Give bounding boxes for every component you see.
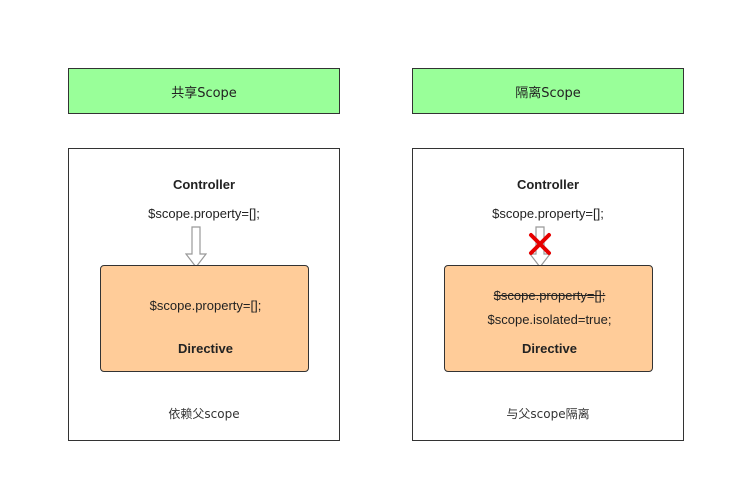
down-arrow-icon <box>185 226 207 268</box>
red-cross-icon <box>529 233 551 255</box>
shared-directive-code: $scope.property=[]; <box>149 298 262 313</box>
shared-scope-title: 共享Scope <box>68 68 340 114</box>
isolated-scope-title: 隔离Scope <box>412 68 684 114</box>
isolated-directive-struck-code: $scope.property=[]; <box>493 288 606 303</box>
down-arrow-icon <box>529 226 551 268</box>
shared-directive-box: $scope.property=[]; Directive <box>100 265 309 372</box>
isolated-controller-label: Controller <box>516 177 580 192</box>
shared-scope-caption: 依赖父scope <box>168 407 240 421</box>
isolated-directive-box: $scope.property=[]; $scope.isolated=true… <box>444 265 653 372</box>
isolated-controller-code: $scope.property=[]; <box>492 206 604 221</box>
isolated-scope-title-text: 隔离Scope <box>515 85 581 101</box>
shared-scope-title-text: 共享Scope <box>171 85 237 101</box>
isolated-directive-isolated-code: $scope.isolated=true; <box>487 312 612 327</box>
shared-controller-code: $scope.property=[]; <box>148 206 260 221</box>
shared-controller-label: Controller <box>172 177 236 192</box>
isolated-directive-label: Directive <box>522 341 577 356</box>
isolated-scope-caption: 与父scope隔离 <box>506 407 590 421</box>
shared-directive-label: Directive <box>178 341 233 356</box>
